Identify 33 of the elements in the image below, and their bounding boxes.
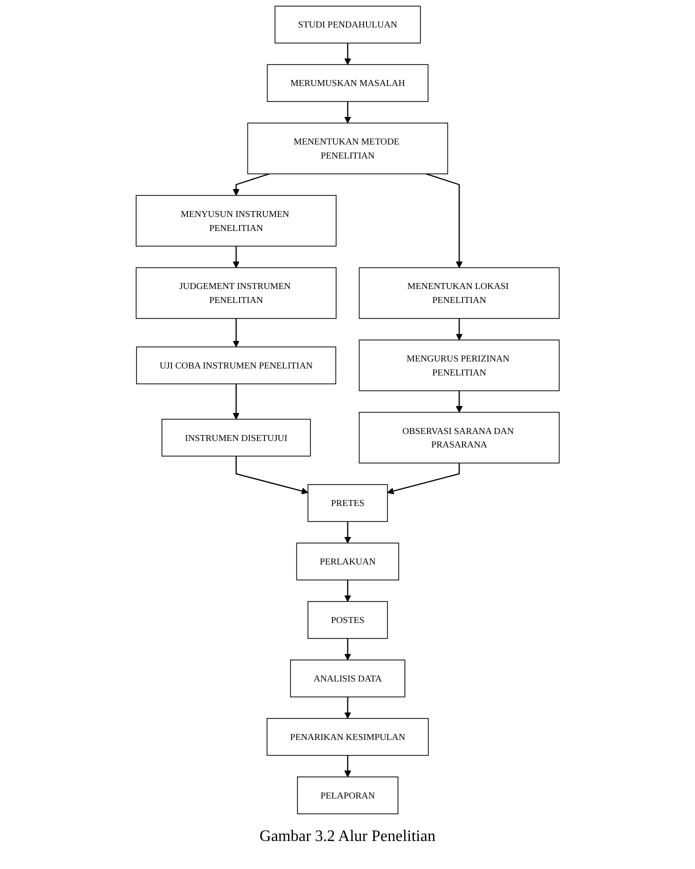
node-box: MERUMUSKAN MASALAH bbox=[266, 64, 428, 102]
node-box: MENENTUKAN METODE PENELITIAN bbox=[247, 122, 448, 174]
node-box: PENARIKAN KESIMPULAN bbox=[266, 718, 429, 756]
arrow bbox=[232, 384, 240, 420]
node-box: ANALISIS DATA bbox=[290, 660, 406, 698]
node-box: MENYUSUN INSTRUMEN PENELITIAN bbox=[136, 195, 336, 247]
arrow bbox=[344, 696, 351, 719]
node-box: MENENTUKAN LOKASI PENELITIAN bbox=[358, 267, 560, 319]
arrow bbox=[456, 318, 462, 340]
arrow bbox=[344, 580, 351, 602]
node-box: PERLAKUAN bbox=[296, 542, 399, 580]
node-box: OBSERVASI SARANA DAN PRASARANA bbox=[358, 412, 560, 464]
arrow bbox=[344, 102, 351, 124]
node-box: POSTES bbox=[307, 601, 388, 639]
arrow bbox=[456, 390, 462, 413]
figure-caption: Gambar 3.2 Alur Penelitian bbox=[260, 828, 436, 846]
arrow bbox=[232, 318, 240, 348]
node-box: UJI COBA INSTRUMEN PENELITIAN bbox=[136, 346, 336, 384]
arrow bbox=[344, 755, 351, 778]
node-box: INSTRUMEN DISETUJUI bbox=[161, 418, 311, 457]
arrow bbox=[232, 173, 270, 196]
node-box: PELAPORAN bbox=[296, 776, 398, 814]
node-box: PRETES bbox=[307, 484, 388, 522]
node-box: MENGURUS PERIZINAN PENELITIAN bbox=[358, 340, 560, 392]
arrow bbox=[386, 463, 460, 494]
arrow bbox=[344, 638, 351, 660]
node-box: STUDI PENDAHULUAN bbox=[274, 6, 421, 44]
arrow bbox=[344, 43, 351, 65]
node-box: JUDGEMENT INSTRUMEN PENELITIAN bbox=[136, 267, 336, 319]
arrow bbox=[344, 522, 351, 544]
arrow bbox=[232, 246, 240, 268]
arrow bbox=[426, 173, 462, 268]
arrow bbox=[235, 456, 308, 494]
